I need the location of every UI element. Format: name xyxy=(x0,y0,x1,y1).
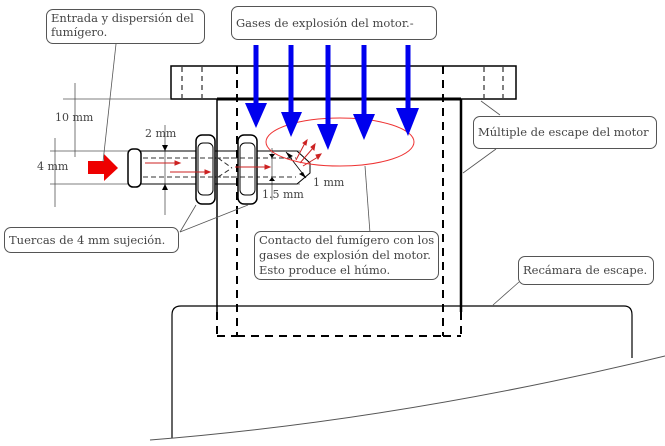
callout-entry: Entrada y dispersión del fumígero. xyxy=(46,9,205,44)
callout-entry-line1: Entrada y dispersión del xyxy=(51,11,194,25)
exhaust-chamber xyxy=(171,305,633,438)
callout-contact-line3: Esto produce el húmo. xyxy=(259,263,391,277)
manifold-body xyxy=(216,97,463,312)
callout-contact: Contacto del fumígero con los gases de e… xyxy=(254,231,439,280)
callout-contact-line2: gases de explosión del motor. xyxy=(259,248,431,262)
nut-inner xyxy=(237,134,258,205)
callout-gases: Gases de explosión del motor.- xyxy=(231,6,437,40)
contact-ellipse xyxy=(265,117,415,167)
dim-10mm: 10 mm xyxy=(55,111,94,124)
tube-collar xyxy=(127,148,142,188)
callout-manifold: Múltiple de escape del motor xyxy=(473,116,657,149)
flow-arrows xyxy=(145,138,323,175)
chamber-floor-curve xyxy=(149,355,665,441)
callout-nuts: Tuercas de 4 mm sujeción. xyxy=(4,227,179,253)
dim-2mm: 2 mm xyxy=(145,127,177,140)
inlet-arrow xyxy=(88,154,118,181)
callout-chamber-text: Recámara de escape. xyxy=(523,263,648,277)
nut-outer-inner xyxy=(197,142,214,196)
gas-arrows xyxy=(245,45,419,150)
dim-4mm: 4 mm xyxy=(37,160,69,173)
nut-inner-inner xyxy=(239,142,256,196)
tube-over-nuts xyxy=(200,157,255,178)
injector-tube xyxy=(135,150,311,185)
dimension-arrowheads xyxy=(162,145,306,190)
dim-1mm: 1 mm xyxy=(313,176,345,189)
callout-entry-line2: fumígero. xyxy=(51,25,108,39)
manifold-hidden-walls xyxy=(216,66,462,337)
callout-contact-line1: Contacto del fumígero con los xyxy=(259,233,435,247)
nozzle-diameter-dim xyxy=(285,151,307,179)
callout-chamber: Recámara de escape. xyxy=(518,256,654,285)
nut-outer xyxy=(195,134,216,205)
dim-1-5mm: 1.5 mm xyxy=(262,188,304,201)
callout-gases-text: Gases de explosión del motor.- xyxy=(236,16,414,30)
callout-nuts-text: Tuercas de 4 mm sujeción. xyxy=(9,233,166,247)
callout-manifold-text: Múltiple de escape del motor xyxy=(478,125,649,139)
leader-lines xyxy=(102,43,520,306)
manifold-flange xyxy=(170,65,517,100)
flange-hidden-lines xyxy=(181,67,504,98)
